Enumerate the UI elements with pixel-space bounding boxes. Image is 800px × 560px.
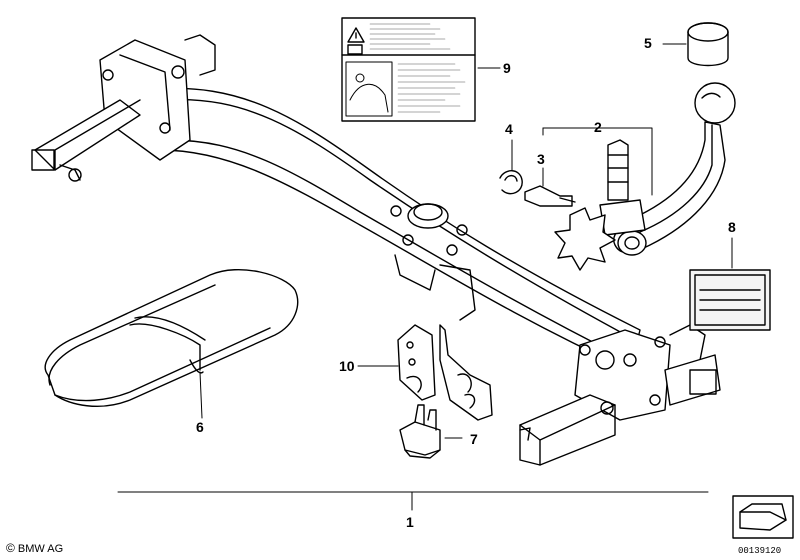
crossbeam[interactable]: [31, 34, 721, 466]
storage-bag[interactable]: [44, 268, 299, 408]
copyright-symbol: ©: [6, 541, 15, 555]
sticker-illustration: [345, 61, 393, 117]
removable-ball-neck[interactable]: [554, 82, 736, 271]
callout-9[interactable]: 9: [503, 60, 511, 76]
warning-triangle-icon: [347, 27, 365, 43]
manual-book-icon: [347, 44, 363, 55]
callout-8[interactable]: 8: [728, 219, 736, 235]
copyright-brand: © BMW AG: [6, 541, 63, 555]
callout-5[interactable]: 5: [644, 35, 652, 51]
electrical-socket[interactable]: [399, 404, 441, 459]
brand-name: BMW AG: [17, 543, 64, 555]
callout-7[interactable]: 7: [470, 431, 478, 447]
diagram-number: 00139120: [738, 546, 782, 556]
warning-sticker[interactable]: [341, 17, 476, 122]
ball-protective-cap[interactable]: [687, 22, 729, 67]
callout-1[interactable]: 1: [406, 514, 414, 530]
callout-4[interactable]: 4: [505, 121, 513, 137]
callout-2[interactable]: 2: [594, 119, 602, 135]
callout-10[interactable]: 10: [339, 358, 355, 374]
socket-bracket-plate[interactable]: [397, 324, 493, 421]
leader-lines: [117, 43, 733, 511]
corner-arrow-icon: [732, 495, 794, 539]
callout-3[interactable]: 3: [537, 151, 545, 167]
mounting-label[interactable]: [689, 269, 771, 331]
snap-ring[interactable]: [499, 170, 523, 195]
callout-6[interactable]: 6: [196, 419, 204, 435]
lock-key[interactable]: [524, 185, 576, 207]
